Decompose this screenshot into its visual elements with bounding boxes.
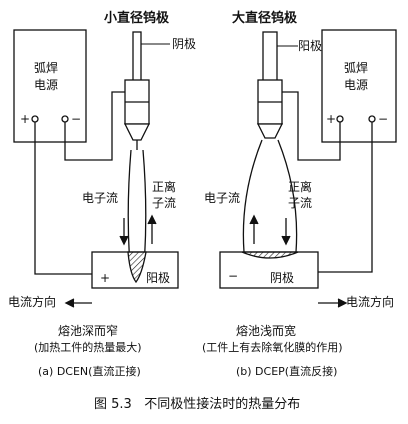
left-power-source-label: 弧焊 电源	[34, 61, 59, 92]
right-nozzle	[256, 123, 284, 139]
left-electron-flow-label: 电子流	[82, 191, 119, 205]
left-terminal-minus-label: −	[71, 112, 82, 126]
left-anode-label: 阳极	[146, 271, 171, 285]
left-tungsten-rod	[132, 31, 142, 83]
left-current-direction-label: 电流方向	[8, 295, 57, 309]
right-wire-to-work	[318, 122, 373, 273]
left-wire-to-electrode	[64, 91, 130, 161]
left-electrode-title: 小直径钨极	[104, 11, 170, 26]
right-electron-flow-label: 电子流	[204, 191, 241, 205]
figure-caption: 图 5.3 不同极性接法时的热量分布	[94, 397, 301, 412]
left-work-polarity: +	[100, 271, 111, 285]
right-tungsten-rod	[262, 31, 278, 83]
right-result-line2: (工件上有去除氧化膜的作用)	[202, 341, 343, 354]
left-cathode-label: 阴极	[172, 37, 197, 51]
left-nozzle	[123, 123, 151, 141]
left-panel-graphics	[13, 29, 179, 308]
left-wire-to-work	[34, 122, 92, 275]
right-ion-flow-label: 正离 子流	[288, 180, 313, 210]
right-weld-pool	[241, 251, 299, 259]
left-arc	[127, 149, 147, 267]
left-terminal-negative	[61, 115, 69, 123]
right-terminal-plus-label: +	[326, 112, 337, 126]
right-caption: (b) DCEP(直流反接)	[236, 365, 338, 378]
left-ion-flow-label: 正离 子流	[152, 180, 177, 210]
right-work-polarity: −	[228, 269, 239, 283]
right-result-line1: 熔池浅而宽	[236, 324, 297, 338]
right-arc	[242, 139, 298, 253]
right-current-direction-label: 电流方向	[346, 295, 395, 309]
right-electrode-title: 大直径钨极	[232, 11, 298, 26]
left-result-line1: 熔池深而窄	[58, 324, 119, 338]
right-terminal-minus-label: −	[378, 112, 389, 126]
right-power-source-label: 弧焊 电源	[344, 61, 369, 92]
left-power-source-box	[13, 29, 87, 143]
right-cathode-label: 阴极	[270, 271, 295, 285]
right-terminal-negative	[368, 115, 376, 123]
left-terminal-plus-label: +	[20, 112, 31, 126]
right-power-source-box	[321, 29, 397, 143]
right-panel-graphics	[219, 29, 397, 308]
right-terminal-positive	[336, 115, 344, 123]
left-weld-pool	[127, 251, 147, 284]
left-result-line2: (加热工件的热量最大)	[34, 341, 142, 354]
left-caption: (a) DCEN(直流正接)	[38, 365, 141, 378]
right-wire-to-electrode	[282, 91, 341, 161]
left-terminal-positive	[31, 115, 39, 123]
right-anode-label: 阳极	[298, 39, 323, 53]
